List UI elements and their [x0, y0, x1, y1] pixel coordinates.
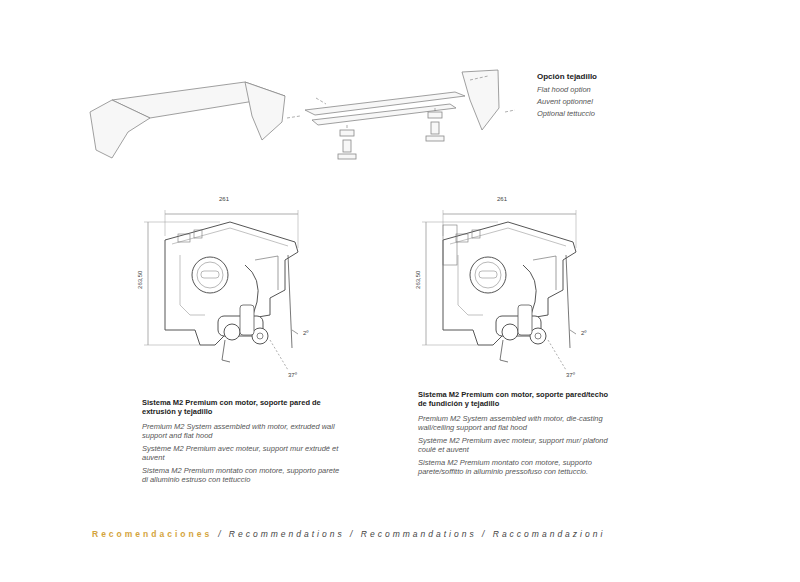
angle: 2º	[581, 330, 587, 338]
angle: 2º	[303, 330, 309, 338]
angle: 37º	[566, 372, 575, 380]
caption-translation: Système M2 Premium avec moteur, support …	[418, 436, 618, 455]
explode-lines	[287, 76, 515, 130]
footer-title: Recomendaciones	[92, 529, 212, 540]
dimension: 263,50	[415, 271, 423, 289]
dimension: 263,50	[137, 271, 145, 289]
mechanism-drawing	[144, 210, 298, 370]
ceiling-bracket	[443, 225, 457, 265]
caption-translation: Sistema M2 Premium montato con motore, s…	[142, 466, 342, 485]
flat-hood	[90, 82, 285, 158]
option-translation: Auvent optionnel	[537, 97, 657, 106]
caption-translation: Sistema M2 Premium montato con motore, s…	[418, 458, 618, 477]
caption-title: Sistema M2 Premium con motor, soporte pa…	[142, 398, 342, 417]
dimension: 261	[497, 196, 507, 204]
angle: 37º	[288, 372, 297, 380]
option-title: Opción tejadillo	[537, 72, 657, 82]
caption-translation: Premium M2 System assembled with motor, …	[142, 422, 342, 441]
footer-translations: / Recommendations / Recommandations / Ra…	[218, 529, 605, 540]
option-translation: Optional tettuccio	[537, 109, 657, 118]
caption-title: Sistema M2 Premium con motor, soporte pa…	[418, 390, 618, 409]
dimension: 261	[219, 196, 229, 204]
caption-translation: Système M2 Premium avec moteur, support …	[142, 444, 342, 463]
mechanism-drawing	[422, 210, 576, 370]
exploded-hood	[305, 70, 499, 159]
caption-translation: Premium M2 System assembled with motor, …	[418, 414, 618, 433]
option-translation: Flat hood option	[537, 85, 657, 94]
